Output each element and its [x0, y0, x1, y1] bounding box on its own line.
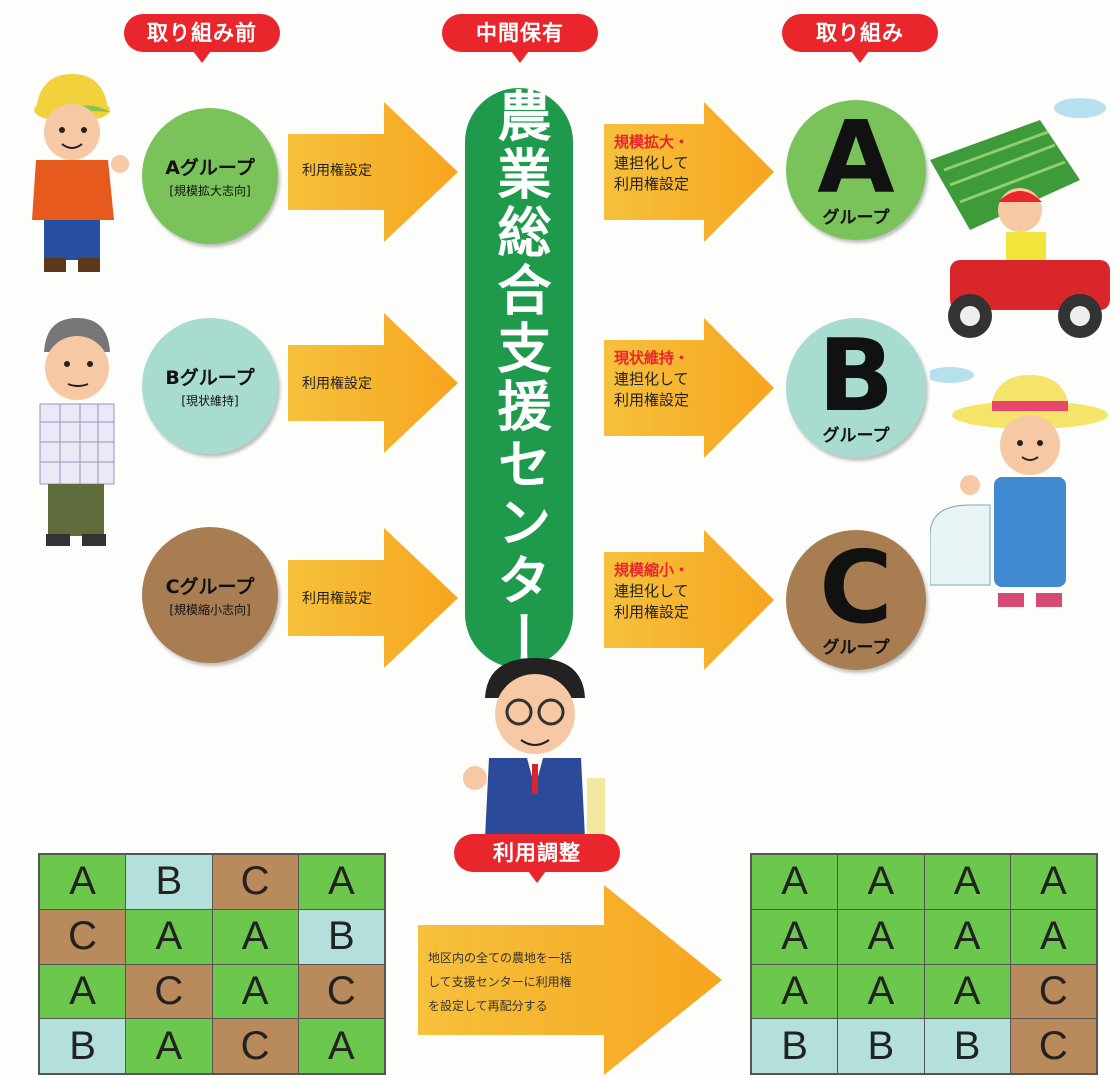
group-c-result-letter: C: [819, 528, 893, 646]
group-a-name: Aグループ: [165, 157, 255, 179]
group-b-result-letter: B: [817, 316, 895, 434]
header-adjust: 利用調整: [454, 834, 620, 883]
arrow-right-a-label: 規模拡大・ 連担化して 利用権設定: [614, 132, 689, 195]
support-center-label: 農業総合支援センター: [488, 88, 551, 668]
farmer-woman-illustration: [930, 367, 1108, 607]
land-plot: A: [212, 909, 298, 964]
land-plot: A: [752, 964, 838, 1019]
land-plot: A: [1010, 909, 1096, 964]
land-plot: A: [752, 909, 838, 964]
adjust-line-1: 地区内の全ての農地を一括: [428, 951, 573, 965]
land-plot: A: [212, 964, 298, 1019]
header-after: 取り組み: [782, 14, 938, 63]
arrow-right-a: [604, 102, 774, 242]
farmer-a-illustration: [32, 74, 129, 272]
group-c-result-circle: C グループ: [786, 530, 926, 670]
arrow-right-c-line3: 利用権設定: [614, 603, 690, 621]
land-plot: A: [298, 855, 384, 909]
land-plot: A: [126, 909, 212, 964]
arrow-right-c: [604, 530, 774, 670]
land-plot: A: [1010, 855, 1096, 909]
land-plot: A: [924, 964, 1010, 1019]
land-plot: A: [126, 1019, 212, 1073]
land-plot: B: [752, 1019, 838, 1073]
adjust-description: 地区内の全ての農地を一括 して支援センターに利用権 を設定して再配分する: [428, 946, 572, 1018]
arrow-right-b-line2: 連担化して: [614, 370, 689, 388]
arrow-left-c-label: 利用権設定: [302, 591, 372, 607]
arrow-right-c-line2: 連担化して: [614, 582, 689, 600]
group-b-circle: Bグループ [現状維持]: [142, 318, 278, 454]
farmer-b-illustration: [39, 318, 115, 546]
group-c-name: Cグループ: [165, 576, 255, 598]
arrow-left-b: [288, 313, 458, 453]
arrow-left-a: [288, 102, 458, 242]
land-plot: B: [126, 855, 212, 909]
arrow-right-b: [604, 318, 774, 458]
arrow-right-b-line3: 利用権設定: [614, 391, 690, 409]
group-a-sub: [規模拡大志向]: [169, 184, 251, 198]
land-plot: A: [298, 1019, 384, 1073]
land-plot: C: [40, 909, 126, 964]
land-plot: A: [838, 855, 924, 909]
staff-illustration: [463, 658, 605, 838]
land-plot: A: [838, 909, 924, 964]
group-a-circle: Aグループ [規模拡大志向]: [142, 108, 278, 244]
land-plot: C: [126, 964, 212, 1019]
group-b-result-circle: B グループ: [786, 318, 926, 458]
group-a-result-letter: A: [817, 98, 895, 216]
arrow-left-b-label: 利用権設定: [302, 376, 372, 392]
land-plot: B: [838, 1019, 924, 1073]
land-plot: A: [924, 855, 1010, 909]
land-plot: A: [752, 855, 838, 909]
adjust-line-2: して支援センターに利用権: [428, 975, 572, 989]
land-plot: C: [298, 964, 384, 1019]
land-plot: C: [212, 855, 298, 909]
arrow-adjust: [418, 885, 722, 1075]
land-plot: C: [212, 1019, 298, 1073]
land-plot: B: [924, 1019, 1010, 1073]
header-middle: 中間保有: [442, 14, 598, 63]
arrow-right-c-label: 規模縮小・ 連担化して 利用権設定: [614, 560, 689, 623]
land-plot: B: [298, 909, 384, 964]
group-a-result-circle: A グループ: [786, 100, 926, 240]
land-plot: A: [838, 964, 924, 1019]
land-plot: C: [1010, 964, 1096, 1019]
arrow-left-a-label: 利用権設定: [302, 163, 372, 179]
support-center-capsule: 農業総合支援センター: [465, 88, 573, 668]
group-c-result-label: グループ: [822, 637, 890, 658]
arrow-right-b-highlight: 現状維持・: [614, 349, 690, 367]
adjust-line-3: を設定して再配分する: [428, 999, 548, 1013]
header-before: 取り組み前: [124, 14, 280, 63]
land-plot: B: [40, 1019, 126, 1073]
land-plot: A: [924, 909, 1010, 964]
group-c-circle: Cグループ [規模縮小志向]: [142, 527, 278, 663]
arrow-right-a-line2: 連担化して: [614, 154, 689, 172]
arrow-left-c: [288, 528, 458, 668]
group-a-result-label: グループ: [822, 207, 890, 228]
group-c-sub: [規模縮小志向]: [169, 603, 251, 617]
land-plot: A: [40, 964, 126, 1019]
land-plot: A: [40, 855, 126, 909]
arrow-right-c-highlight: 規模縮小・: [614, 561, 690, 579]
group-b-result-label: グループ: [822, 425, 890, 446]
arrow-right-b-label: 現状維持・ 連担化して 利用権設定: [614, 348, 689, 411]
tractor-illustration: [930, 98, 1110, 338]
group-b-sub: [現状維持]: [181, 394, 239, 408]
arrow-right-a-line3: 利用権設定: [614, 175, 690, 193]
group-b-name: Bグループ: [165, 367, 255, 389]
arrow-right-a-highlight: 規模拡大・: [614, 133, 690, 151]
land-plot: C: [1010, 1019, 1096, 1073]
